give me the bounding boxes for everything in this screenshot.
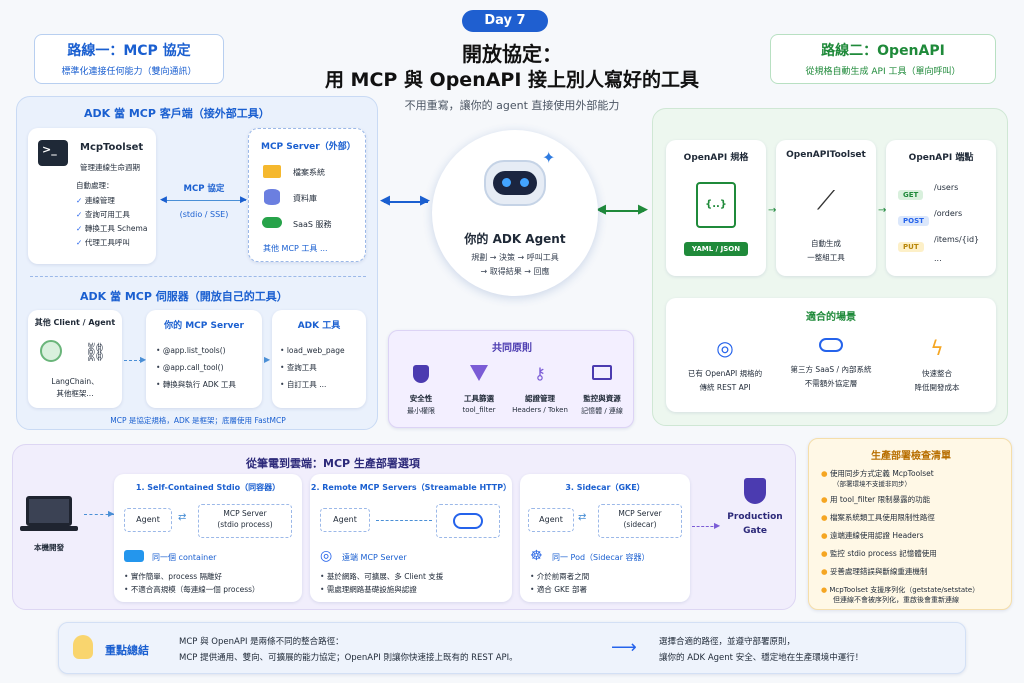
route1-label: 路線一：MCP 協定 標準化連接任何能力（雙向通訊） xyxy=(34,34,224,84)
yaml-json-badge: YAML / JSON xyxy=(684,242,748,256)
shield-icon xyxy=(744,478,766,504)
monitor-icon xyxy=(592,365,612,380)
day-badge: Day 7 xyxy=(462,10,548,32)
toolset-item: 連線管理 xyxy=(76,194,147,208)
remote-cloud-icon xyxy=(436,504,500,538)
mcp-note: MCP 是協定規格，ADK 是框架；底層使用 FastMCP xyxy=(110,416,286,425)
deploy-title: 從筆電到雲端：MCP 生產部署選項 xyxy=(246,457,420,470)
production-gate: Production Gate xyxy=(724,470,786,560)
other-client-card: 其他 Client / Agent ⛓ LangChain、 其他框架... xyxy=(28,310,122,408)
kubernetes-icon: ☸ xyxy=(530,548,543,564)
magic-wand-icon: ⟋ xyxy=(816,186,836,216)
folder-icon xyxy=(263,165,281,178)
shield-icon xyxy=(413,365,429,383)
arrow-right-icon: ⟶ xyxy=(611,637,637,658)
cloud-icon xyxy=(262,217,282,228)
page-subtitle: 不用重寫，讓你的 agent 直接使用外部能力 xyxy=(404,99,620,112)
adk-tools-card: ADK 工具 load_web_page 查詢工具 自訂工具 ... xyxy=(272,310,366,408)
deploy-option-stdio: 1. Self-Contained Stdio（同容器） Agent ⇄ MCP… xyxy=(114,474,302,602)
database-icon xyxy=(264,189,280,205)
mcp-protocol-sub: (stdio / SSE) xyxy=(179,210,229,219)
docker-icon xyxy=(124,550,144,562)
bolt-icon: ϟ xyxy=(930,336,944,360)
lightbulb-icon xyxy=(73,635,93,659)
filter-icon xyxy=(470,365,488,381)
mcp-protocol-label: MCP 協定 xyxy=(183,184,225,194)
sparkle-icon: ✦ xyxy=(542,148,556,167)
your-mcp-server-card: 你的 MCP Server @app.list_tools() @app.cal… xyxy=(146,310,262,408)
file-code-icon: {..} xyxy=(696,182,736,228)
protocol-arrow xyxy=(162,200,246,201)
deploy-option-remote: 2. Remote MCP Servers（Streamable HTTP） A… xyxy=(310,474,512,602)
openapi-spec-card: OpenAPI 規格 {..} YAML / JSON xyxy=(666,140,766,276)
mcp-server-external: MCP Server（外部） 檔案系統 資料庫 SaaS 服務 其他 MCP 工… xyxy=(248,128,366,262)
toolset-item: 代理工具呼叫 xyxy=(76,236,147,250)
checklist-panel: 生產部署檢查清單 ● 使用同步方式定義 McpToolset（部署環境不支援非同… xyxy=(808,438,1012,610)
local-dev-label: 本機開發 xyxy=(34,543,64,552)
globe-icon: ◎ xyxy=(716,336,734,360)
toolset-item: 轉換工具 Schema xyxy=(76,222,148,236)
openapitoolset-card: OpenAPIToolset ⟋ 自動生成 一整組工具 xyxy=(776,140,876,276)
route2-label: 路線二：OpenAPI 從規格自動生成 API 工具（單向呼叫） xyxy=(770,34,996,84)
summary-bar: 重點總結 MCP 與 OpenAPI 是兩條不同的整合路徑： MCP 提供通用、… xyxy=(58,622,966,674)
mcptoolset-card: >_ McpToolset 管理連線生命週期 自動處理： 連線管理 查詢可用工具… xyxy=(28,128,156,264)
key-icon: ⚷ xyxy=(534,364,546,383)
robot-icon xyxy=(484,160,546,206)
globe-icon: ◎ xyxy=(320,548,333,564)
client-section-title: ADK 當 MCP 客戶端（接外部工具） xyxy=(84,107,270,120)
adk-agent-node: ✦ 你的 ADK Agent 規劃 → 決策 → 呼叫工具 → 取得結果 → 回… xyxy=(432,130,598,296)
deploy-option-sidecar: 3. Sidecar（GKE） Agent ⇄ MCP Server (side… xyxy=(520,474,690,602)
link-icon: ⛓ xyxy=(84,342,107,363)
terminal-icon: >_ xyxy=(38,140,68,166)
page-title-line1: 開放協定： xyxy=(462,42,562,66)
principles-panel: 共同原則 安全性 最小權限 工具篩選 tool_filter ⚷ 認證管理 He… xyxy=(388,330,634,428)
left-double-arrow xyxy=(384,201,428,203)
page-title-line2: 用 MCP 與 OpenAPI 接上別人寫好的工具 xyxy=(324,69,700,91)
openapi-endpoints-card: OpenAPI 端點 GET /users POST /orders PUT /… xyxy=(886,140,996,276)
server-section-title: ADK 當 MCP 伺服器（開放自己的工具） xyxy=(80,290,288,303)
toolset-item: 查詢可用工具 xyxy=(76,208,147,222)
scenes-card: 適合的場景 ◎ 已有 OpenAPI 規格的 傳統 REST API 第三方 S… xyxy=(666,298,996,412)
robot-icon xyxy=(40,340,62,362)
laptop-icon xyxy=(26,496,72,526)
cloud-icon xyxy=(819,338,843,352)
right-double-arrow xyxy=(600,210,644,212)
